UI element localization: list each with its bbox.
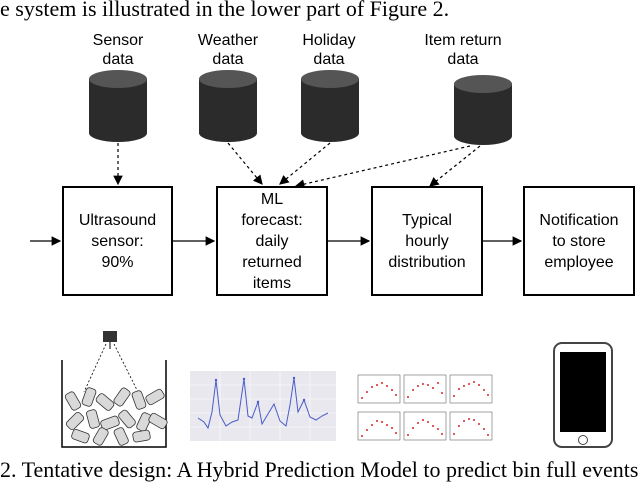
box-hourly-distribution: Typical hourly distribution [371,186,483,296]
database-cylinder-sensor [89,70,147,142]
dashed-arrow-holiday [279,142,331,185]
source-label-holiday: Holiday data [302,32,356,68]
box-hourly-label: Typical hourly distribution [388,211,466,271]
box-ultrasound-label: Ultrasound sensor: 90% [78,211,157,271]
box-ml-label: ML forecast: daily returned items [241,190,303,292]
bin-with-sensor-illustration [61,331,168,448]
dashed-arrow-item-return-hourly [429,145,481,187]
source-label-sensor: Sensor data [92,32,144,68]
daily-forecast-plot-thumbnail [190,371,336,441]
smartphone-icon [553,342,613,448]
database-cylinder-weather [199,70,257,142]
figure-caption: 2. Tentative design: A Hybrid Prediction… [0,457,639,482]
box-ultrasound-sensor: Ultrasound sensor: 90% [62,186,173,296]
phone-screen [560,352,606,432]
hourly-distribution-thumbnails [357,374,493,441]
caption-top-text: e system is illustrated in the lower par… [0,0,450,21]
phone-home-button [578,435,588,445]
source-label-weather: Weather data [197,32,259,68]
dashed-arrow-weather [227,142,263,185]
box-ml-forecast: ML forecast: daily returned items [216,186,328,296]
dashed-arrow-item-return-ml [294,145,471,189]
box-notification: Notification to store employee [523,186,635,296]
source-label-item-return: Item return data [424,32,502,68]
box-notification-label: Notification to store employee [539,211,619,271]
database-cylinder-item-return [454,75,512,145]
database-cylinder-holiday [301,70,359,142]
